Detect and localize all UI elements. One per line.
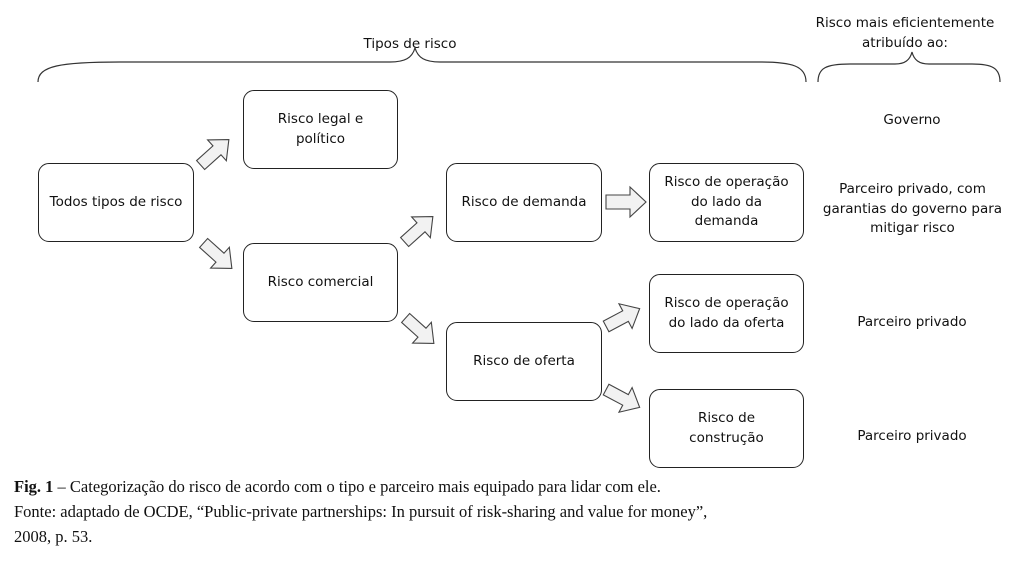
arrow-comercial-to-demanda [399,216,434,248]
arrow-oferta-to-op-oferta [602,302,641,333]
node-todos-tipos: Todos tipos de risco [38,163,194,242]
alloc-privado-construcao: Parceiro privado [857,428,967,444]
allocation-header: Risco mais eficientemente atribuído ao: [800,14,1010,53]
alloc-privado-garantias: Parceiro privado, com garantias do gover… [822,181,1003,237]
risk-types-header: Tipos de risco [363,36,457,52]
figure-source-cont: 2008, p. 53. [14,527,93,546]
alloc-privado-oferta: Parceiro privado [857,314,967,330]
figure-label: Fig. 1 [14,477,54,496]
node-construcao: Risco de construção [649,389,804,468]
node-op-demanda: Risco de operação do lado da demanda [649,163,804,242]
node-risco-comercial: Risco comercial [243,243,398,322]
arrow-oferta-to-construcao [602,383,641,414]
node-op-oferta: Risco de operação do lado da oferta [649,274,804,353]
node-risco-legal: Risco legal e político [243,90,398,169]
figure-caption-text: – Categorização do risco de acordo com o… [53,477,661,496]
allocation-header-line1: Risco mais eficientemente [815,15,995,31]
arrow-todos-to-comercial [198,237,233,269]
allocation-brace [817,51,1001,83]
figure-source: Fonte: adaptado de OCDE, “Public-private… [14,502,708,521]
node-risco-demanda: Risco de demanda [446,163,602,242]
arrow-demanda-to-op-demanda [605,185,647,219]
types-brace [37,45,807,83]
alloc-governo: Governo [883,112,941,128]
allocation-header-line2: atribuído ao: [862,34,948,51]
arrow-todos-to-legal [195,139,230,171]
node-risco-oferta: Risco de oferta [446,322,602,401]
figure-caption: Fig. 1 – Categorização do risco de acord… [14,477,661,497]
arrow-comercial-to-oferta [400,312,435,344]
